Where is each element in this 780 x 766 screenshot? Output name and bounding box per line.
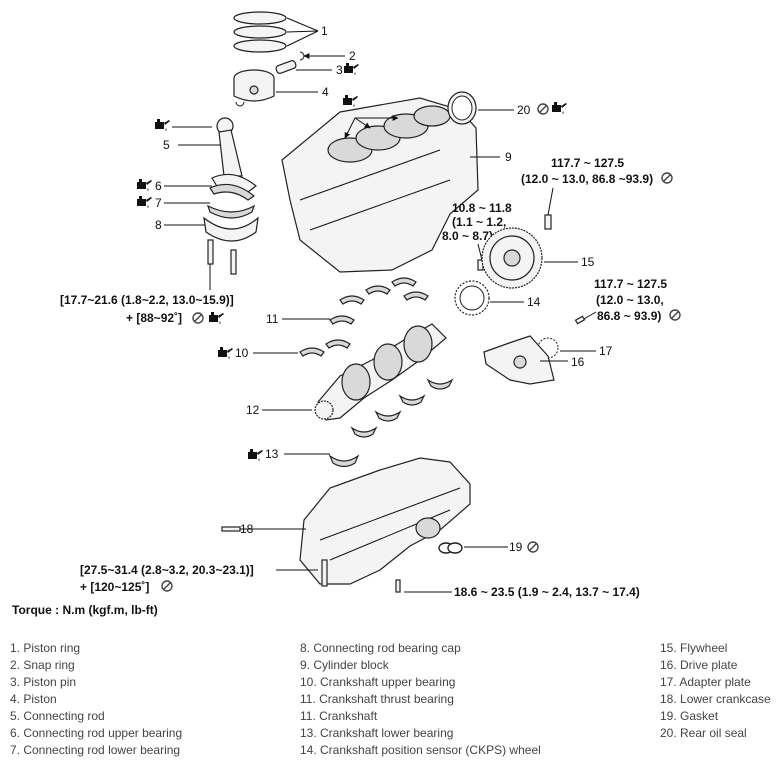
legend-item: 4. Piston [10, 692, 57, 706]
oil-can-icon [248, 449, 263, 461]
crankshaft [314, 323, 447, 421]
spec-driveplate-line2: (12.0 ~ 13.0, [596, 293, 664, 307]
legend-item: 1. Piston ring [10, 641, 81, 655]
spec-flywheel-line2: (12.0 ~ 13.0, 86.8 ~93.9) [521, 172, 653, 186]
callout-16: 16 [571, 355, 585, 369]
callout-3: 3 [336, 63, 343, 77]
conrod-bearing-cap [203, 216, 259, 242]
oil-can-icon [344, 63, 359, 75]
callout-19: 19 [509, 540, 523, 554]
crankshaft-lower-bearing [328, 454, 360, 468]
callout-4: 4 [322, 85, 329, 99]
conrod-bolts [207, 239, 237, 275]
spec-sensor-line3: 8.0 ~ 8.7) [442, 229, 493, 243]
crankcase-bolt-long [321, 559, 328, 587]
legend-item: 18. Lower crankcase [660, 692, 771, 706]
legend-item: 7. Connecting rod lower bearing [10, 743, 181, 757]
torque-units: Torque : N.m (kgf.m, lb-ft) [12, 603, 158, 617]
oil-can-icon [137, 179, 152, 191]
rear-oil-seal [447, 91, 477, 125]
legend-column-2: 8. Connecting rod bearing cap 9. Cylinde… [300, 640, 541, 759]
prohibited-reuse-icon [669, 309, 681, 321]
crankshaft-upper-bearings [299, 339, 351, 357]
callout-17: 17 [599, 344, 613, 358]
callout-7: 7 [155, 196, 162, 210]
oil-can-icon [552, 102, 567, 114]
callout-1: 1 [321, 24, 328, 38]
legend-item: 13. Crankshaft lower bearing [300, 726, 454, 740]
flywheel [481, 227, 543, 289]
oil-can-icon [343, 95, 358, 107]
oil-can-icon [137, 196, 152, 208]
legend-column-3: 15. Flywheel 16. Drive plate 17. Adapter… [660, 640, 771, 742]
legend-item: 6. Connecting rod upper bearing [10, 726, 183, 740]
legend-column-1: 1. Piston ring 2. Snap ring 3. Piston pi… [10, 640, 182, 759]
legend-item: 15. Flywheel [660, 641, 728, 655]
callout-8: 8 [155, 218, 162, 232]
legend-item: 5. Connecting rod [10, 709, 105, 723]
crankcase-bolt-short [221, 526, 241, 532]
legend-item: 14. Crankshaft position sensor (CKPS) wh… [300, 743, 541, 757]
callout-13: 13 [265, 447, 279, 461]
callout-10: 10 [235, 346, 249, 360]
crankcase-bolt-small [395, 579, 401, 593]
spec-crankcase-small: 18.6 ~ 23.5 (1.9 ~ 2.4, 13.7 ~ 17.4) [454, 585, 640, 599]
spec-flywheel-line1: 117.7 ~ 127.5 [551, 156, 624, 170]
gasket [438, 542, 463, 554]
legend-item: 2. Snap ring [10, 658, 75, 672]
piston [233, 69, 275, 102]
legend-item: 9. Cylinder block [300, 658, 389, 672]
piston-pin [275, 60, 297, 74]
callout-18: 18 [240, 522, 254, 536]
spec-crankcase-large-line2: + [120~125˚] [80, 580, 149, 594]
prohibited-reuse-icon [161, 580, 173, 592]
spec-conrod-line2: + [88~92˚] [126, 311, 182, 325]
prohibited-reuse-icon [537, 103, 549, 115]
spec-driveplate-line3: 86.8 ~ 93.9) [597, 309, 661, 323]
crankshaft-lower-bearings-upper-row [350, 378, 454, 438]
spec-driveplate-line1: 117.7 ~ 127.5 [594, 277, 667, 291]
callout-11: 11 [266, 312, 279, 326]
spec-sensor-line1: 10.8 ~ 11.8 [452, 201, 512, 215]
legend-item: 11. Crankshaft [300, 709, 378, 723]
driveplate-bolt [574, 315, 586, 325]
exploded-engine-diagram: 1 2 3 4 5 6 7 8 [17.7~21.6 (1.8~2.2, 13.… [60, 11, 681, 599]
cylinder-block [281, 97, 479, 273]
flywheel-bolt [544, 214, 552, 230]
callout-2: 2 [349, 49, 356, 63]
callout-20: 20 [517, 103, 531, 117]
piston-rings [233, 11, 287, 53]
snap-ring [299, 51, 305, 61]
prohibited-reuse-icon [192, 312, 204, 324]
prohibited-reuse-icon [527, 541, 539, 553]
callout-14: 14 [527, 295, 541, 309]
legend-item: 10. Crankshaft upper bearing [300, 675, 456, 689]
spec-conrod-line1: [17.7~21.6 (1.8~2.2, 13.0~15.9)] [60, 293, 234, 307]
crankshaft-thrust-bearings [329, 277, 429, 325]
connecting-rod [211, 117, 257, 193]
oil-can-icon [155, 119, 170, 131]
conrod-lower-bearing [206, 204, 256, 219]
spec-crankcase-large-line1: [27.5~31.4 (2.8~3.2, 20.3~23.1)] [80, 563, 254, 577]
legend-item: 11. Crankshaft thrust bearing [300, 692, 454, 706]
ckps-wheel [454, 280, 490, 316]
legend-item: 16. Drive plate [660, 658, 738, 672]
oil-can-icon [218, 347, 233, 359]
prohibited-reuse-icon [661, 172, 673, 184]
legend-item: 20. Rear oil seal [660, 726, 747, 740]
callout-12: 12 [246, 403, 260, 417]
callout-5: 5 [163, 138, 170, 152]
legend-item: 3. Piston pin [10, 675, 77, 689]
callout-9: 9 [505, 150, 512, 164]
callout-15: 15 [581, 255, 595, 269]
callout-6: 6 [155, 179, 162, 193]
legend-item: 17. Adapter plate [660, 675, 751, 689]
conrod-upper-bearing [209, 183, 256, 201]
legend-item: 8. Connecting rod bearing cap [300, 641, 461, 655]
legend-item: 19. Gasket [660, 709, 719, 723]
spec-sensor-line2: (1.1 ~ 1.2, [452, 215, 506, 229]
oil-can-icon [209, 312, 224, 324]
